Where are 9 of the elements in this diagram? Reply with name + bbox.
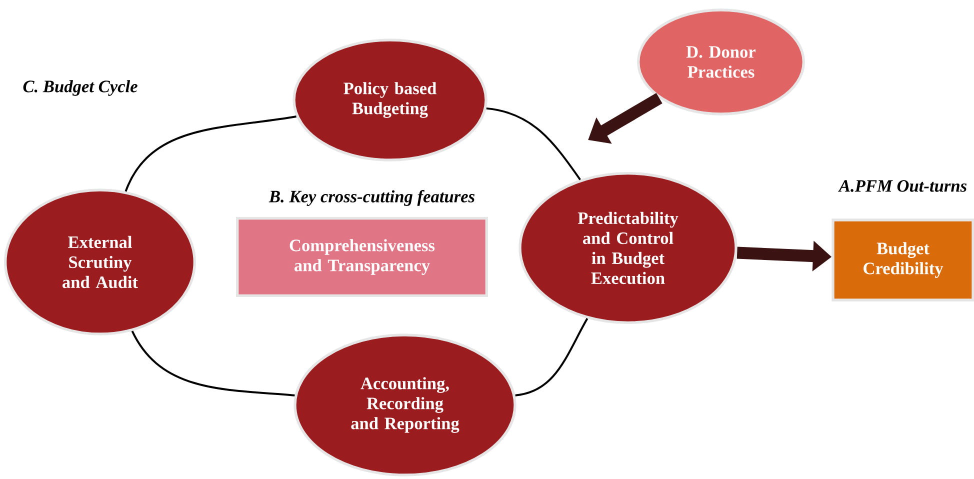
cycle-arc — [131, 330, 295, 396]
cycle-arc — [486, 107, 581, 180]
outcome-box: Budget Credibility — [832, 218, 974, 302]
feature-box: Comprehensiveness and Transparency — [236, 217, 488, 297]
section-heading: C. Budget Cycle — [23, 80, 138, 96]
section-heading: A.PFM Out-turns — [838, 180, 967, 192]
cycle-arc — [515, 318, 588, 396]
cycle-arc — [124, 116, 296, 192]
section-heading: B. Key cross-cutting features — [268, 190, 475, 206]
